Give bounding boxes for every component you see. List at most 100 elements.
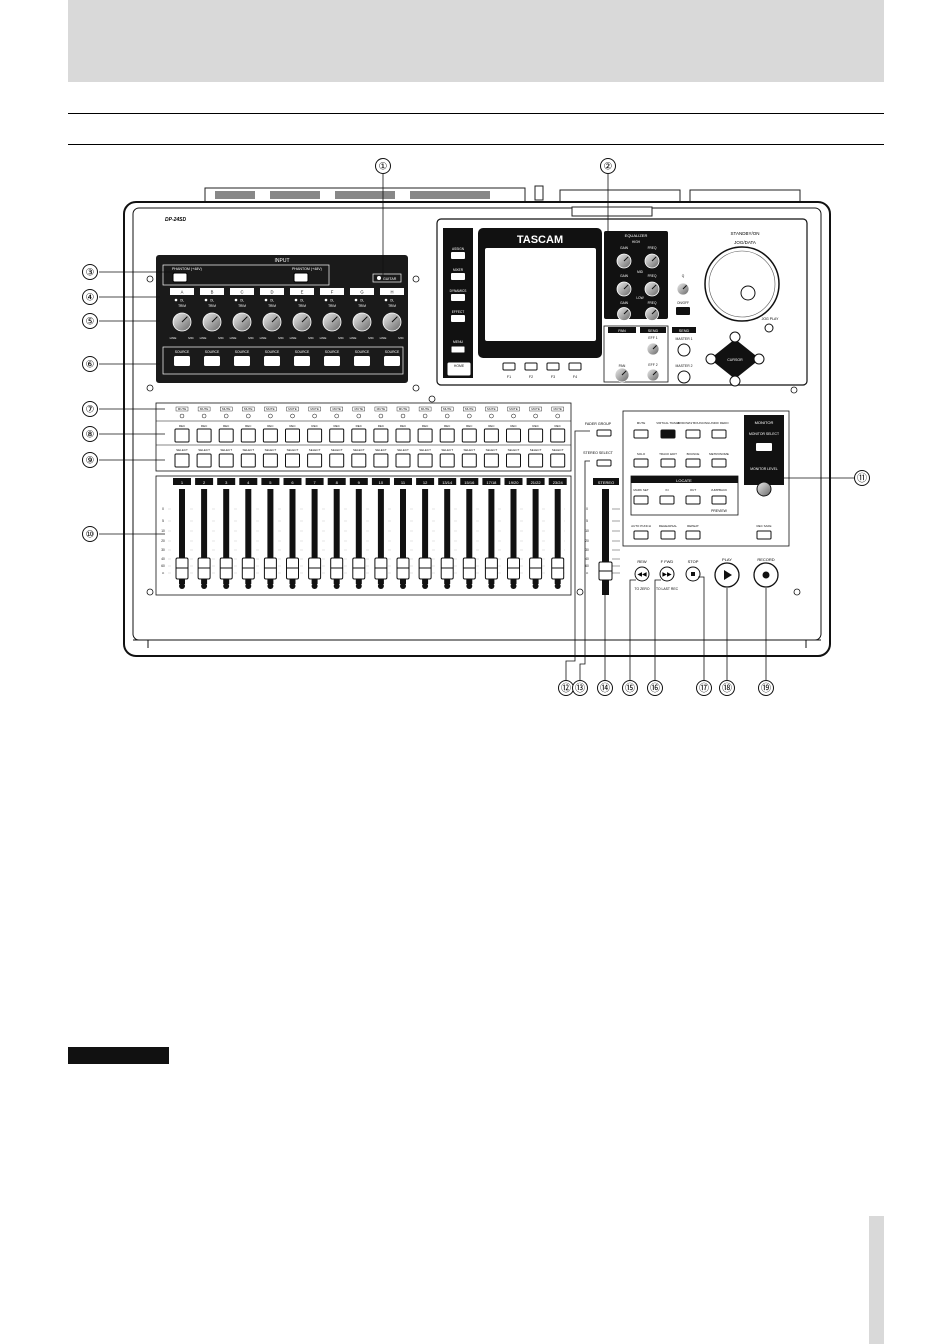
right-function-button[interactable] [633,458,649,468]
mute-key-cap[interactable] [242,406,255,412]
function-key[interactable] [546,362,560,371]
rec-button[interactable] [240,428,256,443]
mute-key-cap[interactable] [374,406,388,412]
select-button[interactable] [373,453,389,468]
rec-button[interactable] [395,428,411,443]
fader-group-button[interactable] [596,429,612,437]
rec-button[interactable] [196,428,212,443]
stereo-select-button[interactable] [596,459,612,467]
master2-knob[interactable] [677,370,691,384]
function-key[interactable] [568,362,582,371]
locate-button[interactable] [659,495,675,505]
select-button[interactable] [550,453,566,468]
source-button[interactable] [264,356,280,366]
rew-button[interactable] [634,566,650,582]
mute-key-cap[interactable] [418,406,432,412]
source-button[interactable] [324,356,340,366]
rec-button[interactable] [351,428,367,443]
rec-button[interactable] [461,428,477,443]
mute-key-cap[interactable] [175,406,189,412]
rec-button[interactable] [329,428,345,443]
cursor-down-button[interactable] [729,375,741,387]
mute-key-cap[interactable] [441,406,454,412]
select-button[interactable] [439,453,455,468]
monitor-select-button[interactable] [756,443,772,451]
locate-button[interactable] [633,495,649,505]
rec-button[interactable] [285,428,300,443]
rec-button[interactable] [307,428,323,443]
function-key[interactable] [502,362,516,371]
cursor-up-button[interactable] [729,331,741,343]
eq-onoff-button[interactable] [676,307,690,315]
right-function-button[interactable] [660,429,676,439]
rehearsal-button[interactable] [660,530,676,540]
left-function-button[interactable] [451,252,465,259]
rec-safe-button[interactable] [756,530,772,540]
select-button[interactable] [262,453,278,468]
jog-dial[interactable] [704,246,780,322]
select-button[interactable] [506,453,521,468]
left-function-button[interactable] [451,294,465,301]
mute-key-cap[interactable] [551,406,564,412]
master1-knob[interactable] [677,343,691,357]
phantom-switch-1[interactable] [172,272,188,283]
cursor-right-button[interactable] [753,353,765,365]
mute-key-cap[interactable] [308,406,321,412]
mute-key-cap[interactable] [352,406,365,412]
mute-key-cap[interactable] [507,406,520,412]
right-function-button[interactable] [685,429,701,439]
mute-key-cap[interactable] [264,406,277,412]
select-button[interactable] [528,453,544,468]
right-function-button[interactable] [633,429,649,439]
mute-key-cap[interactable] [219,406,233,412]
locate-button[interactable] [711,495,727,505]
right-function-button[interactable] [711,429,727,439]
select-button[interactable] [196,453,212,468]
select-button[interactable] [417,453,433,468]
mute-key-cap[interactable] [529,406,542,412]
auto-punch-button[interactable] [633,530,649,540]
select-button[interactable] [174,453,190,468]
select-button[interactable] [351,453,367,468]
select-button[interactable] [218,453,234,468]
mute-key-cap[interactable] [485,406,498,412]
rec-button[interactable] [218,428,234,443]
source-button[interactable] [294,356,310,366]
mute-key-cap[interactable] [396,406,410,412]
source-button[interactable] [204,356,220,366]
rec-button[interactable] [174,428,190,443]
right-function-button[interactable] [660,458,676,468]
rec-button[interactable] [373,428,389,443]
source-button[interactable] [354,356,370,366]
right-function-button[interactable] [711,458,727,468]
rec-button[interactable] [439,428,455,443]
select-button[interactable] [461,453,477,468]
function-key[interactable] [524,362,538,371]
source-button[interactable] [174,356,190,366]
cursor-left-button[interactable] [705,353,717,365]
home-button[interactable] [446,361,472,377]
ffwd-button[interactable] [659,566,675,582]
select-button[interactable] [307,453,323,468]
left-function-button[interactable] [451,315,465,322]
menu-button[interactable] [450,345,466,354]
locate-button[interactable] [685,495,701,505]
select-button[interactable] [240,453,256,468]
mute-key-cap[interactable] [197,406,211,412]
left-function-button[interactable] [451,273,465,280]
phantom-switch-2[interactable] [293,272,309,283]
cursor-pad[interactable] [710,339,760,379]
source-button[interactable] [234,356,250,366]
rec-button[interactable] [262,428,278,443]
select-button[interactable] [329,453,345,468]
right-function-button[interactable] [685,458,701,468]
jog-play-button[interactable] [764,323,774,333]
select-button[interactable] [285,453,300,468]
select-button[interactable] [483,453,499,468]
mute-key-cap[interactable] [330,406,343,412]
rec-button[interactable] [506,428,521,443]
mute-key-cap[interactable] [286,406,299,412]
select-button[interactable] [395,453,411,468]
rec-button[interactable] [417,428,433,443]
monitor-level-knob[interactable] [756,481,772,497]
